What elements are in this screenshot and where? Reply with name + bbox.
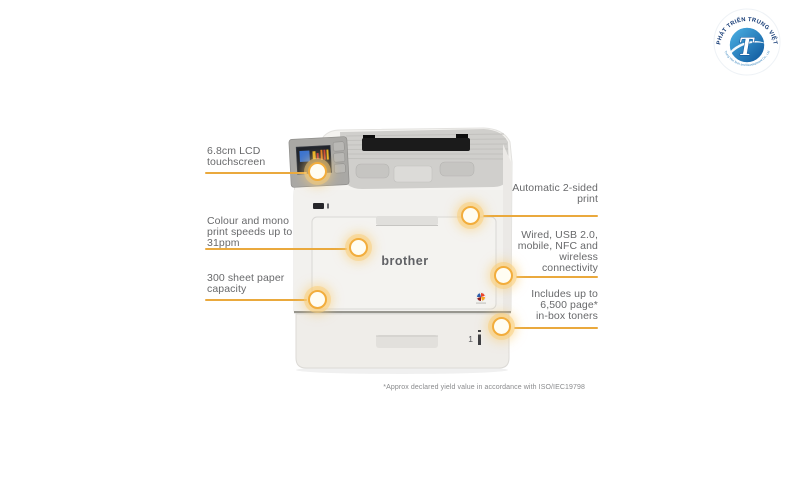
panel-button-3 — [333, 163, 346, 174]
callout-marker-toners — [492, 317, 511, 336]
callout-line-toners — [514, 327, 598, 329]
body-tray-divider — [294, 311, 511, 314]
paper-level-gauge — [478, 330, 481, 345]
printer-right-side — [503, 144, 511, 311]
callout-marker-lcd — [308, 162, 327, 181]
panel-button-1 — [332, 141, 345, 152]
callout-line-lcd — [205, 172, 307, 174]
callout-label-connectivity: Wired, USB 2.0, mobile, NFC and wireless… — [517, 229, 598, 274]
callout-label-2sided-print: Automatic 2-sided print — [512, 182, 598, 205]
deck-stopper-flap — [393, 165, 433, 183]
brother-wordmark: brother — [381, 254, 428, 268]
colour-emblem-icon — [476, 292, 486, 304]
callout-line-capacity — [205, 299, 307, 301]
trung-viet-watermark-logo: T PHÁT TRIỂN TRUNG VIỆT Trung Viet Tech … — [713, 8, 781, 76]
callout-marker-2sided — [461, 206, 480, 225]
lcd-bar-yellow — [326, 149, 329, 160]
lcd-bar-orange — [320, 149, 323, 160]
tray-handle — [376, 335, 438, 348]
usb-port — [313, 203, 324, 209]
panel-button-2 — [333, 152, 346, 163]
lcd-icon-blue — [299, 150, 310, 162]
logo-globe-icon — [729, 27, 765, 63]
front-door-handle — [376, 216, 438, 225]
slot-tab-right — [456, 134, 468, 141]
callout-line-speed — [205, 248, 347, 250]
callout-label-print-speed: Colour and mono print speeds up to 31ppm — [207, 215, 293, 249]
callout-label-lcd-touchscreen: 6.8cm LCD touchscreen — [207, 145, 266, 168]
tray-number: 1 — [468, 334, 473, 344]
callout-marker-connectivity — [494, 266, 513, 285]
callout-line-2sided — [483, 215, 598, 217]
printer-illustration: brother 1 — [288, 127, 513, 374]
callout-marker-speed — [349, 238, 368, 257]
logo-letter: T — [738, 32, 755, 61]
yield-footnote: *Approx declared yield value in accordan… — [383, 384, 585, 391]
deck-scoop-left — [355, 163, 390, 179]
logo-swoosh-icon — [729, 41, 766, 55]
lcd-icon-red — [316, 153, 319, 160]
paper-exit-slot — [362, 138, 470, 151]
callout-label-inbox-toners: Includes up to 6,500 page* in-box toners — [531, 288, 598, 322]
paper-level-marker — [477, 332, 482, 335]
deck-scoop-right — [439, 161, 475, 177]
usb-port-mark — [327, 203, 329, 209]
callout-marker-capacity — [308, 290, 327, 309]
lcd-bar-red — [323, 149, 326, 160]
callout-label-paper-capacity: 300 sheet paper capacity — [207, 272, 285, 295]
lcd-icon-yellow — [312, 151, 316, 160]
callout-line-connectivity — [516, 276, 598, 278]
